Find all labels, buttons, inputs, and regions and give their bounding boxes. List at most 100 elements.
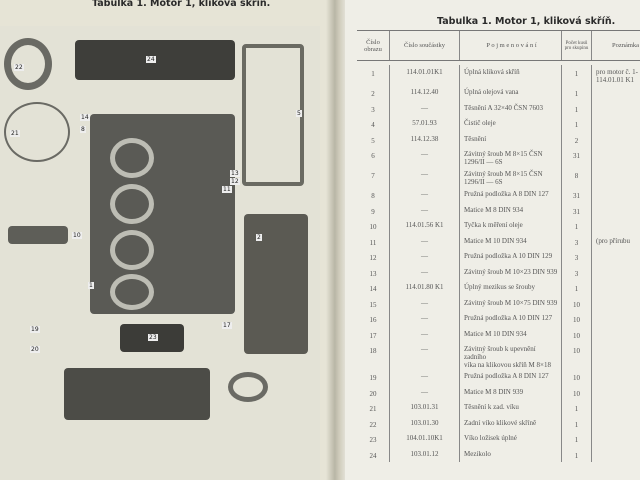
cell-quantity: 1 <box>562 100 592 116</box>
cell-quantity: 10 <box>562 369 592 385</box>
cell-part-name: Pružná podložka A 8 DIN 127 <box>460 369 562 385</box>
cell-part-name: Závitný šroub M 8×15 ČSN 1296/II — 6S <box>460 147 562 167</box>
header-quantity: Počet kusů pro skupinu <box>562 31 592 60</box>
cell-part-name: Závitný šroub M 10×23 DIN 939 <box>460 264 562 280</box>
cell-figure-number: 11 <box>357 233 390 249</box>
cell-part-number: 114.12.40 <box>390 85 460 101</box>
cell-part-number: 114.01.01K1 <box>390 65 460 85</box>
right-page: Tabulka 1. Motor 1, kliková skříň. <box>345 0 640 480</box>
cell-quantity: 1 <box>562 400 592 416</box>
cell-part-name: Závitný šroub M 8×15 ČSN 1296/II — 6S <box>460 167 562 187</box>
cell-figure-number: 10 <box>357 218 390 234</box>
cylinder-bore <box>110 184 154 224</box>
cell-part-number: — <box>390 187 460 203</box>
cell-part-name: Zadní víko klikové skříně <box>460 415 562 431</box>
cell-part-name: Těsnění A 32×40 ČSN 7603 <box>460 100 562 116</box>
cell-part-name: Víko ložisek úplné <box>460 431 562 447</box>
oil-pan-gasket-part <box>242 44 304 186</box>
cell-quantity: 31 <box>562 187 592 203</box>
cell-part-name: Úplná olejová vana <box>460 85 562 101</box>
cell-part-name: Těsnění k zad. víku <box>460 400 562 416</box>
cell-note <box>592 218 640 234</box>
part-label: 23 <box>148 334 158 341</box>
cell-part-number: — <box>390 369 460 385</box>
cell-quantity: 3 <box>562 249 592 265</box>
cell-part-number: — <box>390 249 460 265</box>
cell-part-number: — <box>390 384 460 400</box>
part-label: 2 <box>256 234 262 241</box>
cell-part-number: — <box>390 147 460 167</box>
cell-part-number: — <box>390 326 460 342</box>
cell-quantity: 1 <box>562 415 592 431</box>
cell-note <box>592 147 640 167</box>
cell-quantity: 3 <box>562 264 592 280</box>
cell-part-number: — <box>390 233 460 249</box>
book-gutter <box>326 0 348 480</box>
cell-note <box>592 249 640 265</box>
cell-part-name: Matice M 10 DIN 934 <box>460 233 562 249</box>
cell-part-name: Úplná kliková skříň <box>460 65 562 85</box>
cell-figure-number: 3 <box>357 100 390 116</box>
gasket-part <box>4 102 70 162</box>
cell-figure-number: 9 <box>357 202 390 218</box>
part-label: 24 <box>146 56 156 63</box>
cell-part-number: 104.01.10K1 <box>390 431 460 447</box>
cell-note <box>592 342 640 369</box>
cell-figure-number: 1 <box>357 65 390 85</box>
cell-note <box>592 416 640 432</box>
cell-note <box>592 327 640 343</box>
cell-figure-number: 24 <box>357 446 390 462</box>
oil-filter-part <box>8 226 68 244</box>
cell-quantity: 8 <box>562 167 592 187</box>
header-note: Poznámka <box>611 42 640 49</box>
exploded-parts-diagram: 22 24 5 21 14 8 11 12 13 2 1 17 23 10 19… <box>0 26 320 480</box>
left-page-title: Tabulka 1. Motor 1, kliková skříň. <box>92 0 271 9</box>
lower-case-part <box>64 368 210 420</box>
cell-figure-number: 19 <box>357 369 390 385</box>
cell-part-number: 114.01.80 K1 <box>390 280 460 296</box>
cell-note <box>592 447 640 463</box>
cell-part-number: 103.01.12 <box>390 446 460 462</box>
cell-part-name: Matice M 8 DIN 934 <box>460 202 562 218</box>
cell-quantity: 2 <box>562 131 592 147</box>
table-row: 18—Závitný šroub k upevnění zadního víka… <box>357 342 640 369</box>
cell-quantity: 1 <box>562 85 592 101</box>
cell-part-number: 57.01.93 <box>390 116 460 132</box>
cell-quantity: 31 <box>562 202 592 218</box>
part-label: 20 <box>30 346 40 353</box>
cell-part-number: — <box>390 264 460 280</box>
header-name: P o j m e n o v á n í <box>460 31 562 60</box>
header-figure-number: Číslo obrazu <box>357 31 390 60</box>
cell-quantity: 10 <box>562 384 592 400</box>
table-header: Číslo obrazu Číslo součástky P o j m e n… <box>357 31 640 61</box>
cell-quantity: 1 <box>562 431 592 447</box>
cell-figure-number: 20 <box>357 384 390 400</box>
cell-quantity: 1 <box>562 218 592 234</box>
cell-part-number: 114.12.38 <box>390 131 460 147</box>
cell-figure-number: 8 <box>357 187 390 203</box>
cell-figure-number: 4 <box>357 116 390 132</box>
cell-part-name: Čistič oleje <box>460 116 562 132</box>
cell-part-name: Závitný šroub k upevnění zadního víka na… <box>460 342 562 369</box>
cell-note <box>592 431 640 447</box>
cell-note <box>592 265 640 281</box>
cell-quantity: 1 <box>562 280 592 296</box>
cell-figure-number: 6 <box>357 147 390 167</box>
part-label: 1 <box>88 282 94 289</box>
parts-table: Číslo obrazu Číslo součástky P o j m e n… <box>357 30 640 462</box>
cell-quantity: 1 <box>562 446 592 462</box>
cell-figure-number: 12 <box>357 249 390 265</box>
